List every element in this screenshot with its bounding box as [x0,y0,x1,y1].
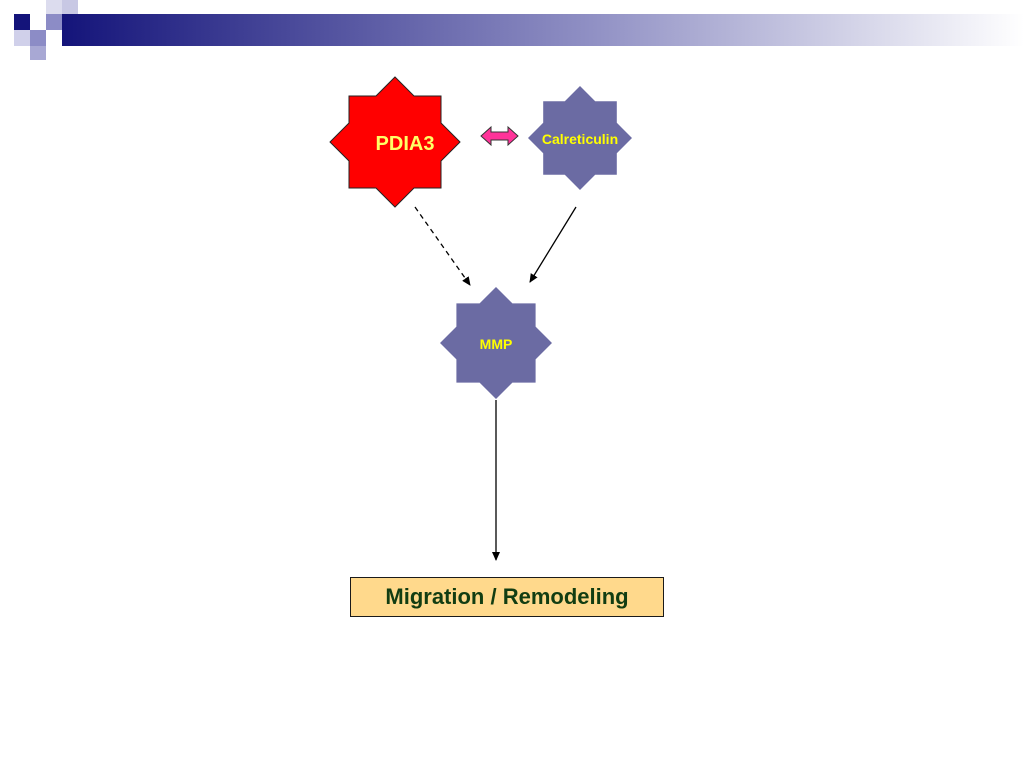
header-square [30,46,46,60]
outcome-box: Migration / Remodeling [350,577,664,617]
mmp-star-icon [440,287,552,399]
header-square-dark [14,14,30,30]
header-square [46,14,62,30]
pdia3-label: PDIA3 [376,133,435,155]
node-calreticulin: Calreticulin [528,86,632,190]
mmp-label: MMP [480,336,513,352]
slide-header-decoration [14,0,1024,60]
double-arrow-icon [480,125,519,147]
node-pdia3: PDIA3 [329,76,461,208]
header-square [46,0,62,14]
calreticulin-label: Calreticulin [542,131,618,147]
pdia3-star-icon [329,76,461,208]
node-mmp: MMP [440,287,552,399]
header-square [62,0,78,14]
outcome-label: Migration / Remodeling [385,584,629,609]
header-gradient-bar [62,14,1024,46]
edge-pdia3-to-mmp [414,206,471,286]
calreticulin-star-icon [528,86,632,190]
header-square [14,30,30,46]
edge-calreticulin-to-mmp [529,206,577,283]
header-square [30,30,46,46]
